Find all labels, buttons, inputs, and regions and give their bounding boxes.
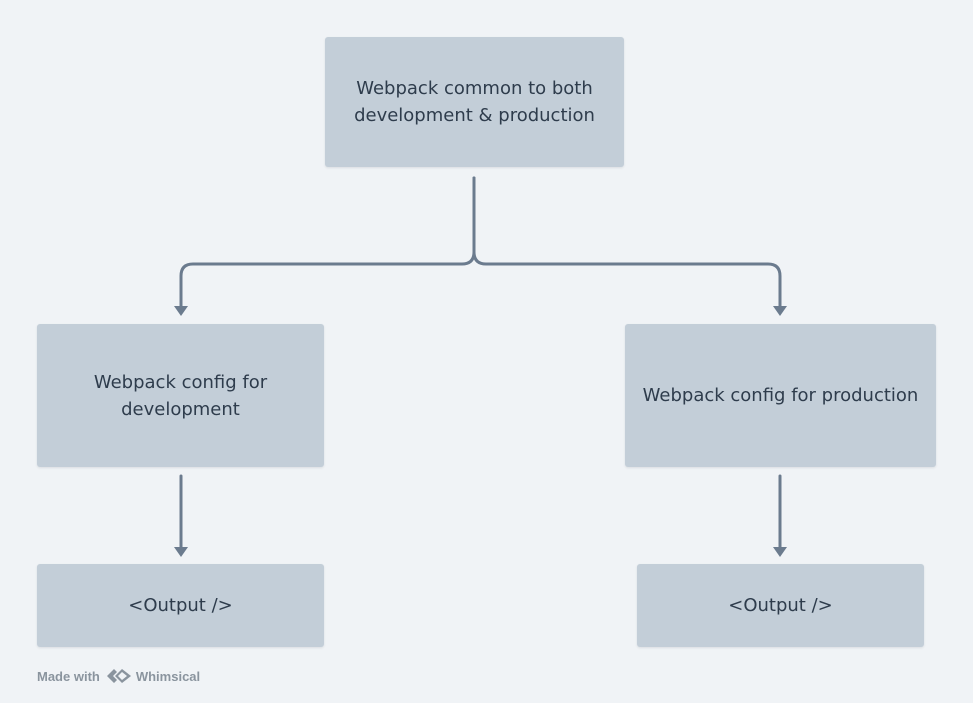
node-webpack-common-line-2: development & production — [354, 105, 595, 126]
arrowhead-dev — [174, 306, 188, 316]
node-webpack-dev-config-line-1: Webpack config for — [93, 371, 268, 393]
node-webpack-common-label: Webpack common to both development & pro… — [354, 75, 595, 129]
node-output-dev-label: <Output /> — [128, 595, 233, 616]
arrowhead-prod — [773, 306, 787, 316]
made-with-text: Made with — [37, 668, 100, 684]
node-webpack-dev-config[interactable]: Webpack config for development — [37, 324, 324, 467]
arrowhead-output-dev — [174, 547, 188, 557]
node-webpack-prod-config-label: Webpack config for production — [642, 385, 919, 406]
made-with-whimsical-badge[interactable]: Made with Whimsical — [37, 665, 200, 687]
node-output-prod[interactable]: <Output /> — [637, 564, 924, 647]
node-webpack-common-line-1: Webpack common to both — [356, 78, 593, 99]
node-webpack-dev-config-label: Webpack config for development — [94, 369, 267, 423]
arrowhead-output-prod — [773, 547, 787, 557]
node-webpack-common[interactable]: Webpack common to both development & pro… — [325, 37, 624, 167]
whimsical-logo-icon — [106, 669, 131, 683]
node-webpack-dev-config-line-2: development — [121, 398, 240, 420]
node-output-prod-label: <Output /> — [728, 595, 833, 616]
node-webpack-prod-config[interactable]: Webpack config for production — [625, 324, 936, 467]
connector-common-to-prod — [472, 176, 782, 308]
node-output-dev[interactable]: <Output /> — [37, 564, 324, 647]
whimsical-brand-text: Whimsical — [135, 668, 201, 684]
connector-common-to-dev — [179, 176, 476, 308]
